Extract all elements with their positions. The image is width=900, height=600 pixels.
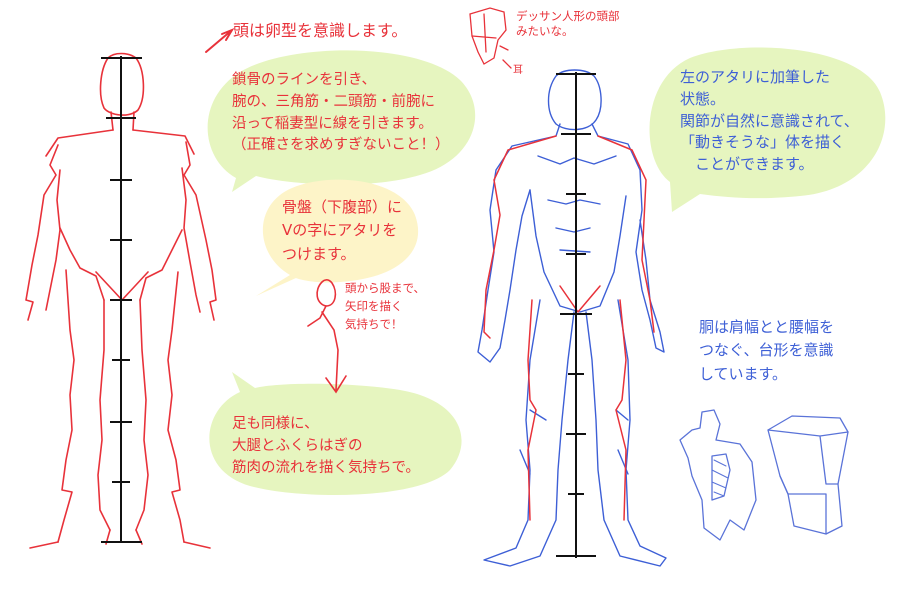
dessin-head-sketch [469,7,512,69]
ear-pointer-mark [502,59,512,69]
left-torso [59,227,183,301]
left-shoulders [45,129,195,157]
center-red-guides [483,135,655,521]
torso-sketch [679,409,757,541]
arrow-figure-body [307,305,339,391]
bubble-clavicle [207,50,476,192]
left-right-arm [181,141,217,321]
center-ruler [556,72,596,558]
speech-bubbles [207,47,886,496]
head-pointer-mark [205,27,235,53]
left-ruler [101,56,142,543]
annotation-left-sketch: 左のアタリに加筆した 状態。 関節が自然に意識されて、 「動きそうな」体を描く … [680,68,859,173]
left-figure [25,52,217,549]
center-blue-sketch [477,69,667,567]
left-left-arm [25,144,61,321]
arrow-figure [307,279,347,394]
left-neck [110,111,135,131]
center-figure [477,69,667,567]
arrow-figure-head [316,279,337,307]
annotation-pelvis: 骨盤（下腹部）に Vの字にアタリを つけます。 [282,198,403,263]
annotation-ear: 耳 [513,65,523,76]
left-feet [29,529,211,549]
annotation-head-egg: 頭は卵型を意識します。 [233,21,408,40]
annotation-torso: 胴は肩幅とと腰幅を つなぐ、台形を意識 しています。 [699,318,835,383]
bubble-pelvis [256,179,419,296]
trapezoid-sketch [767,415,849,535]
annotation-clavicle: 鎖骨のラインを引き、 腕の、三角筋・二頭筋・前腕に 沿って稲妻型に線を引きます。… [232,72,450,154]
annotation-dessin-head: デッサン人形の頭部 みたいな。 [516,9,620,38]
arrow-head-icon [325,375,347,394]
left-head [99,52,145,116]
left-legs [57,269,185,543]
bubble-left-sketch [649,47,886,212]
annotation-head-to-hip: 頭から股まで、 矢印を描く 気持ちで！ [345,281,426,331]
annotation-legs: 足も同様に、 大腿とふくらはぎの 筋肉の流れを描く気持ちで。 [232,416,420,476]
bubble-legs [209,372,462,496]
